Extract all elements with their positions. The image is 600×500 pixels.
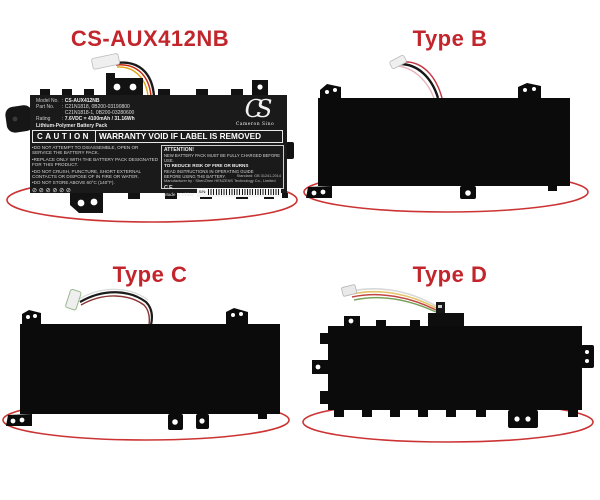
barcode [208,188,279,196]
attention-line: BEFORE USING THE BATTERY. [164,174,226,180]
warning-item: •DO NOT ATTEMPT TO DISASSEMBLE, OPEN OR … [32,145,139,156]
serial-number-strip: S/N: [196,187,281,197]
wire-connector [91,53,120,70]
made-in-text: Made in China [164,191,194,197]
sn-label: S/N: [198,188,207,194]
warning-item: •DO NOT STORE ABOVE 60°C (140°F). [32,180,115,186]
left-edge-tabs [312,333,329,404]
wire-harness [389,55,443,99]
quadrant-type-d: Type D [300,250,600,500]
cs-monogram-icon: CS [244,95,273,123]
certification-icons: ⊘⊘⊘⊘⊘⊘ [32,186,73,194]
rating-row: Rating 7.6VDC = 4100mAh / 31.16Wh [36,116,135,122]
attention-box: ATTENTION! NEW BATTERY PACK MUST BE FULL… [161,145,284,197]
quadrant-main-battery: CS-AUX412NB [0,0,300,250]
ribbon-connector [341,284,358,297]
attention-line: READ INSTRUCTIONS IN OPERATING GUIDE [164,168,254,174]
quadrant-type-c: Type C [0,250,300,500]
model-value: CS-AUX412NB [62,98,100,104]
wire-connector [65,288,82,311]
ribbon-cable [341,284,437,313]
top-edge-tabs [40,80,268,96]
type-c-title: Type C [112,262,188,287]
attention-title: ATTENTION! [164,147,194,153]
battery-info-label: Model No. CS-AUX412NB Part No. C21N1818,… [30,95,287,197]
bottom-mounting-bracket [70,193,103,213]
top-mounting-bracket [106,73,143,96]
battery-body [318,98,570,186]
part-value-1: C21N1818, 0B200-03190800 [62,104,130,110]
label-columns: •DO NOT ATTEMPT TO DISASSEMBLE, OPEN OR … [32,145,284,197]
top-mounting-brackets [320,83,541,100]
warning-item: •REPLACE ONLY WITH THE BATTERY PACK DESI… [32,156,159,168]
manufacturer-text: Manufacturer by : ShenZhen HENZENS Techn… [164,178,276,184]
bottom-edge-tabs [334,410,578,428]
battery-body [328,326,582,410]
part-value-2: C21N1818-1, 0B200-03280600 [64,110,135,116]
top-mounting-brackets [22,308,248,324]
right-edge-tab [581,345,594,368]
caution-bar: CAUTION WARRANTY VOID IF LABEL IS REMOVE… [32,130,283,143]
label-spec-rows: Model No. CS-AUX412NB Part No. C21N1818,… [36,98,135,129]
side-lugs [5,105,294,159]
battery-photo-type-b [303,55,589,213]
model-row: Model No. CS-AUX412NB [36,98,135,104]
bottom-mounting-tabs [306,186,557,199]
type-d-title: Type D [412,262,488,287]
bottom-mounting-tabs [6,414,267,430]
warnings-column: •DO NOT ATTEMPT TO DISASSEMBLE, OPEN OR … [32,145,159,194]
chemistry-text: Lithium-Polymer Battery Pack [36,123,108,129]
wire-harness [65,288,154,326]
warning-item: •DO NOT CRUSH, PUNCTURE, SHORT EXTERNAL … [32,168,141,180]
rating-value: 7.6VDC = 4100mAh / 31.16Wh [62,116,135,122]
wire-harness [91,53,156,97]
model-title: CS-AUX412NB [70,26,230,51]
wire-connector [389,55,407,69]
battery-photo-type-d [302,284,594,443]
battery-photo-type-c [2,288,290,441]
ce-mark-icon: CE [164,185,174,192]
attention-line: NEW BATTERY PACK MUST BE FULLY CHARGED B… [164,153,281,164]
type-b-title: Type B [412,26,488,51]
part-row: Part No. C21N1818, 0B200-03190800 [36,104,135,110]
standard-text: Standard: GB 31241-2014 [236,174,281,179]
attention-standard-row: BEFORE USING THE BATTERY. Standard: GB 3… [164,174,281,179]
battery-body [20,324,280,414]
part-row-2: C21N1818-1, 0B200-03280600 [36,110,135,116]
rating-label: Rating [36,116,51,122]
label-bottom-row: CE Made in China S/N: [164,185,281,197]
part-label: Part No. [36,104,55,110]
ce-made-block: CE Made in China [164,185,194,196]
cameron-sino-logo: CS Cameron Sino [229,97,281,127]
top-edge-tabs [344,302,464,327]
cs-logo-name: Cameron Sino [235,122,275,127]
caution-word: CAUTION [33,131,96,142]
quadrant-type-b: Type B [300,0,600,250]
warranty-text: WARRANTY VOID IF LABEL IS REMOVED [98,132,262,141]
attention-line: TO REDUCE RISK OF FIRE OR BURNS [164,163,249,169]
model-label: Model No. [36,98,59,104]
